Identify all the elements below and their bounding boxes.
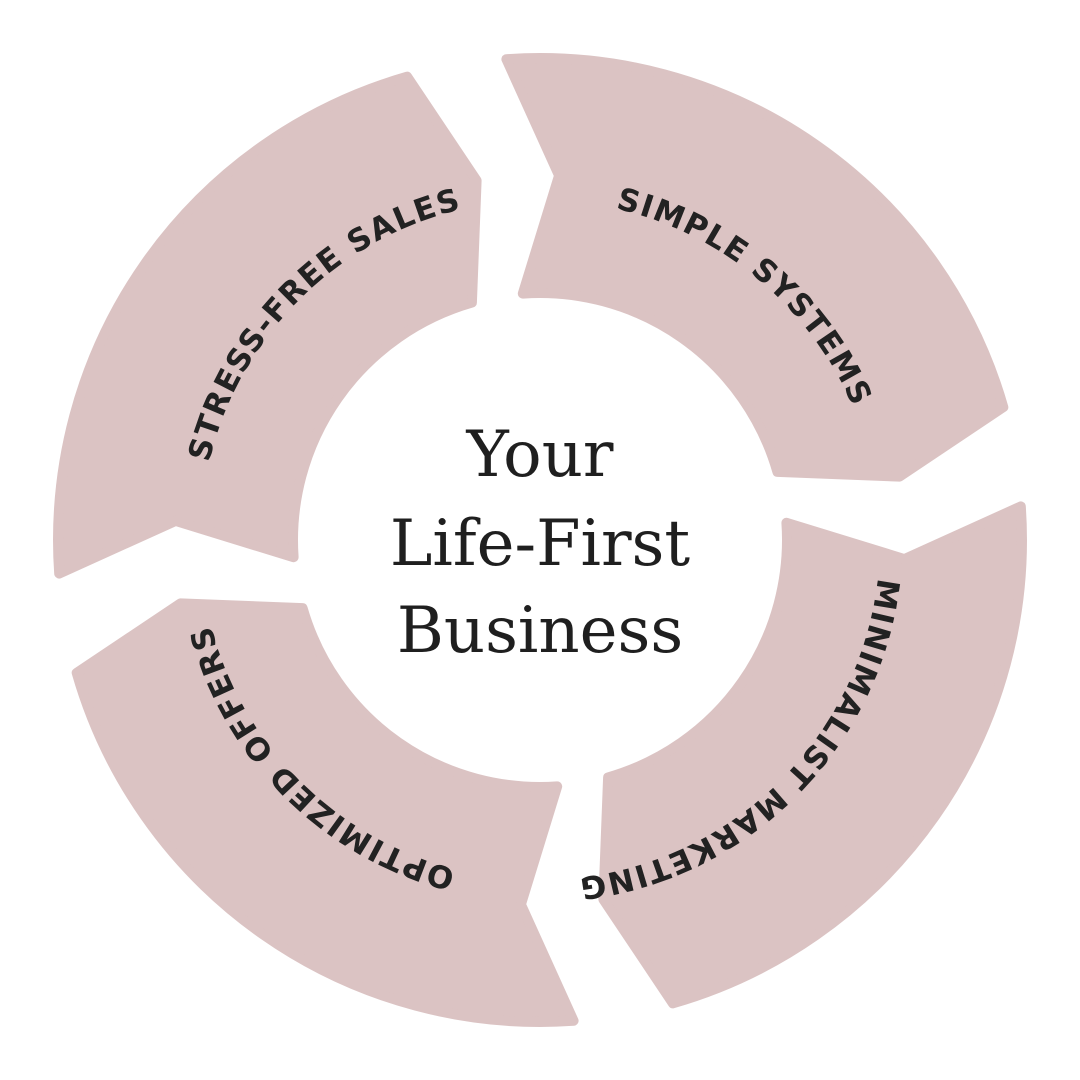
segment-minimalist-marketing <box>598 501 1027 1009</box>
segment-simple-systems <box>501 53 1009 482</box>
center-title: Your Life-First Business <box>390 418 690 668</box>
center-line-3: Business <box>397 594 683 668</box>
segment-optimized-offers <box>71 598 579 1027</box>
segment-stress-free-sales <box>53 71 482 579</box>
center-line-1: Your <box>465 418 613 492</box>
center-line-2: Life-First <box>390 507 690 581</box>
cycle-segments <box>53 53 1027 1027</box>
